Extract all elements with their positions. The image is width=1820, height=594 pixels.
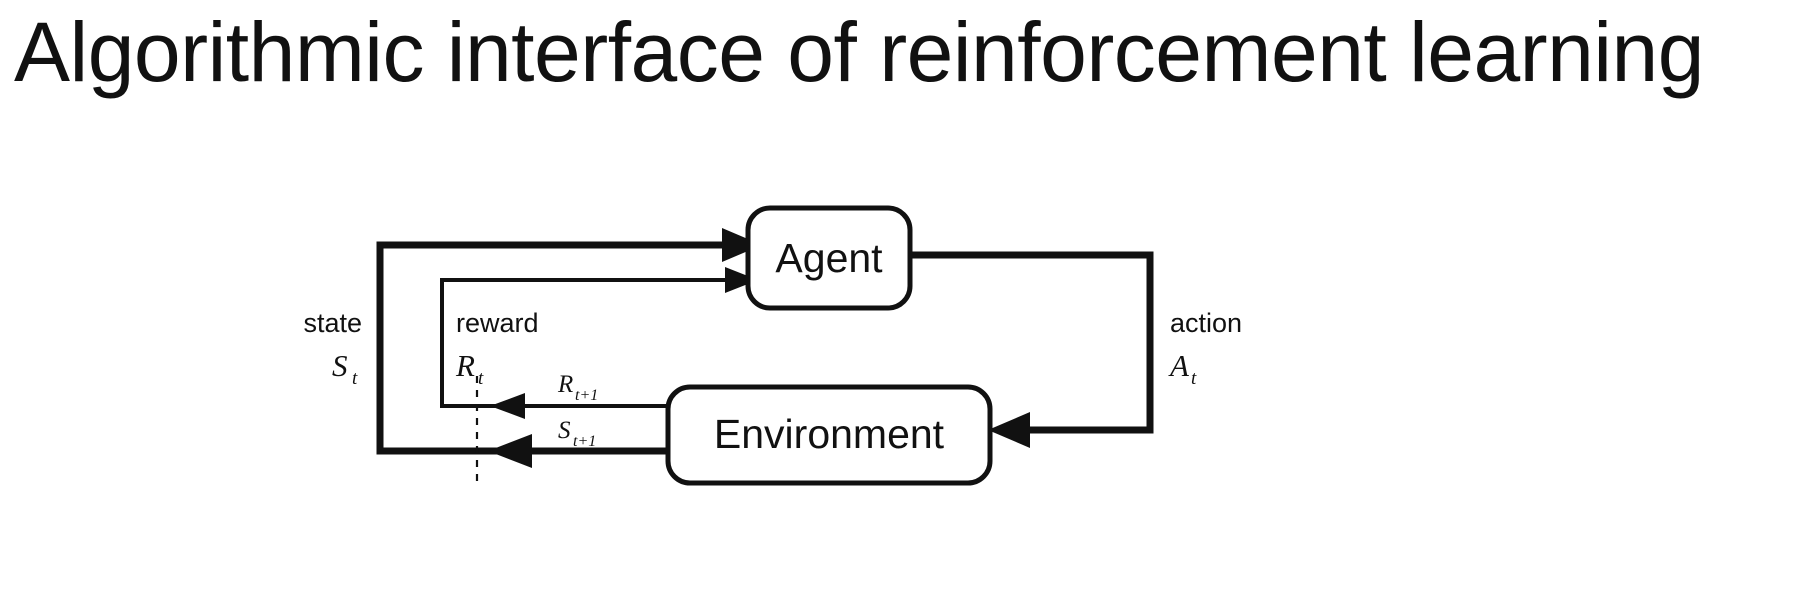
environment-label: Environment	[714, 411, 945, 457]
reward-arrowhead-left	[490, 393, 525, 419]
state-arrowhead-agent	[722, 228, 762, 262]
action-label-group: action A t	[1168, 308, 1242, 389]
reward-label-word: reward	[456, 308, 539, 338]
agent-box-outline	[745, 205, 913, 311]
action-label-symbol: A	[1168, 348, 1190, 383]
reward-label-group: reward R t	[455, 308, 539, 389]
state-arrowhead-left	[488, 434, 532, 468]
next-reward-symbol: R	[557, 371, 573, 398]
environment-box-fill	[668, 387, 990, 483]
next-reward-label-group: R t+1	[557, 371, 598, 404]
next-state-subscript: t+1	[573, 433, 596, 450]
next-reward-subscript: t+1	[575, 387, 598, 404]
agent-label: Agent	[775, 235, 883, 281]
state-label-group: state S t	[303, 308, 362, 389]
action-arrowhead-environment	[988, 412, 1030, 448]
rl-diagram-container: Agent Environment state S t reward R t	[270, 180, 1290, 510]
state-label-subscript: t	[352, 368, 358, 389]
agent-box-fill	[748, 208, 910, 308]
reward-label-subscript: t	[478, 368, 484, 389]
next-state-symbol: S	[558, 417, 571, 444]
agent-node[interactable]: Agent	[745, 205, 913, 311]
page-title: Algorithmic interface of reinforcement l…	[14, 5, 1704, 99]
reward-arrowhead-agent	[725, 267, 758, 293]
environment-box-outline	[665, 384, 993, 486]
agent-environment-diagram: Agent Environment state S t reward R t	[303, 205, 1242, 486]
environment-node[interactable]: Environment	[665, 384, 993, 486]
action-label-word: action	[1170, 308, 1242, 338]
action-flow-path	[910, 251, 1154, 448]
reward-label-symbol: R	[455, 348, 475, 383]
state-label-symbol: S	[332, 348, 348, 383]
action-label-subscript: t	[1191, 368, 1197, 389]
state-label-word: state	[303, 308, 362, 338]
next-state-label-group: S t+1	[558, 417, 596, 450]
